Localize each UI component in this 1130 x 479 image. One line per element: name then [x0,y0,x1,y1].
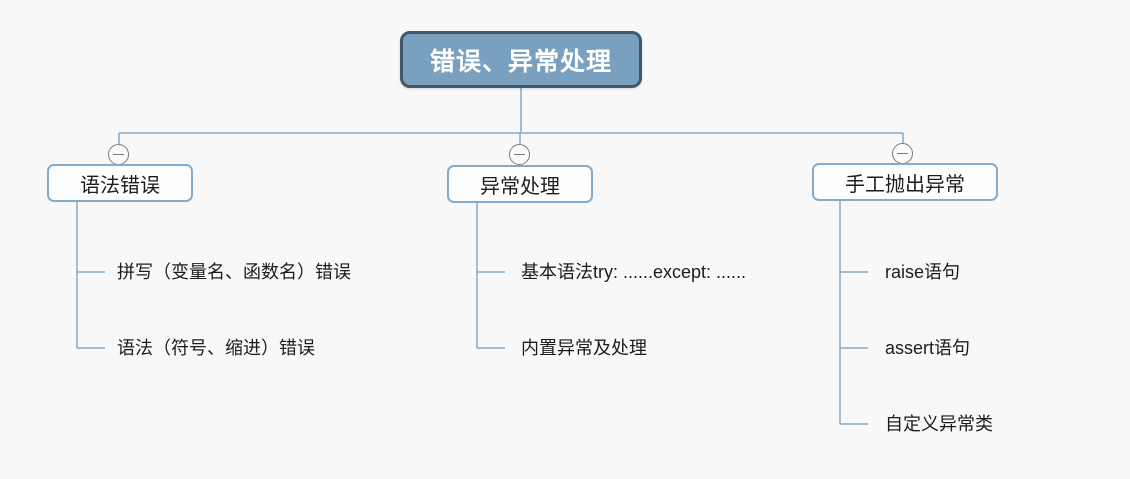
subtopic-try-except-syntax[interactable]: 基本语法try: ......except: ...... [521,262,747,282]
branch-topic-manual-raise[interactable]: 手工抛出异常 [812,163,998,201]
minus-icon [514,153,525,156]
subtopic-spelling-errors[interactable]: 拼写（变量名、函数名）错误 [117,262,351,282]
branch-topic-syntax-errors[interactable]: 语法错误 [47,164,193,202]
minus-icon [113,153,124,156]
collapse-minus-icon-branch-a[interactable] [108,144,129,165]
branch-topic-label: 语法错误 [80,174,160,197]
root-topic-node[interactable]: 错误、异常处理 [400,31,642,88]
branch-topic-exception-handling[interactable]: 异常处理 [447,165,593,203]
collapse-minus-icon-branch-b[interactable] [509,144,530,165]
branch-c-leaf-connectors [839,201,868,425]
branch-topic-label: 手工抛出异常 [845,173,965,196]
collapse-minus-icon-branch-c[interactable] [892,143,913,164]
branch-topic-label: 异常处理 [480,175,560,198]
minus-icon [897,152,908,155]
subtopic-builtin-exceptions[interactable]: 内置异常及处理 [521,338,647,358]
subtopic-assert-statement[interactable]: assert语句 [885,338,971,358]
branch-a-leaf-connectors [76,202,105,349]
subtopic-grammar-errors[interactable]: 语法（符号、缩进）错误 [117,338,315,358]
subtopic-custom-exception-class[interactable]: 自定义异常类 [885,414,993,434]
branch-b-leaf-connectors [476,203,505,349]
root-topic-label: 错误、异常处理 [429,47,612,76]
subtopic-raise-statement[interactable]: raise语句 [885,262,961,282]
